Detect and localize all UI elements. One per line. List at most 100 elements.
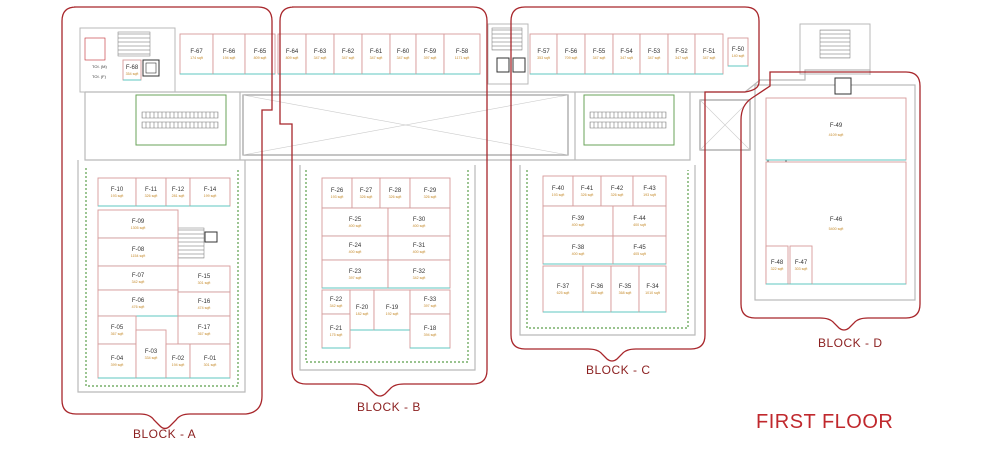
unit-name: F-57 bbox=[537, 49, 550, 55]
unit-area: 326 sqft bbox=[389, 195, 402, 199]
unit-name: F-46 bbox=[830, 217, 843, 223]
unit-area: 474 sqft bbox=[198, 306, 211, 310]
unit-area: 368 sqft bbox=[591, 291, 604, 295]
unit-name: F-41 bbox=[581, 186, 594, 192]
unit-outline bbox=[409, 177, 451, 209]
unit-name: F-03 bbox=[145, 349, 158, 355]
unit-name: F-19 bbox=[386, 305, 399, 311]
unit-area: 400 sqft bbox=[413, 224, 426, 228]
unit-area: 326 sqft bbox=[581, 193, 594, 197]
unit-outline bbox=[409, 313, 451, 349]
unit-name: F-18 bbox=[424, 326, 437, 332]
unit-area: 334 sqft bbox=[145, 356, 158, 360]
unit-area: 809 sqft bbox=[286, 56, 299, 60]
unit-name: F-66 bbox=[223, 49, 236, 55]
unit-outline bbox=[97, 177, 137, 207]
service-core-east bbox=[799, 23, 871, 95]
unit-area: 322 sqft bbox=[771, 267, 784, 271]
unit-area: 193 sqft bbox=[331, 195, 344, 199]
unit-name: F-52 bbox=[675, 49, 688, 55]
unit-name: F-01 bbox=[204, 356, 217, 362]
unit-area: 301 sqft bbox=[204, 363, 217, 367]
unit-name: F-15 bbox=[198, 274, 211, 280]
unit-name: F-68 bbox=[126, 65, 139, 71]
unit-name: F-59 bbox=[424, 49, 437, 55]
escalator-east bbox=[583, 94, 675, 146]
unit-name: F-22 bbox=[330, 297, 343, 303]
unit-area: 342 sqft bbox=[330, 304, 343, 308]
unit-name: F-47 bbox=[795, 260, 808, 266]
unit-name: F-02 bbox=[172, 356, 185, 362]
unit-outline bbox=[97, 237, 179, 267]
